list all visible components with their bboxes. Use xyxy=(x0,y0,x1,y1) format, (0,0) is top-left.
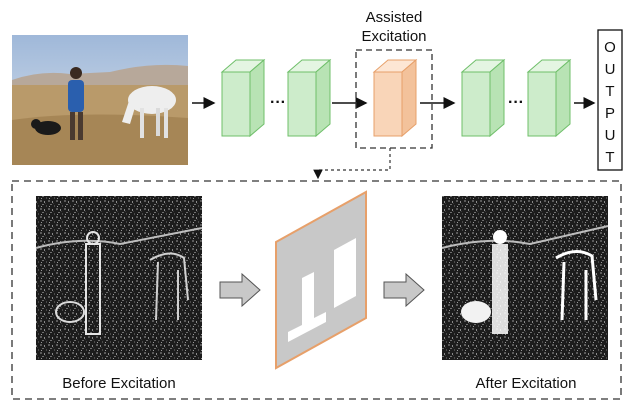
right-arrow-icon xyxy=(383,272,425,308)
output-box xyxy=(597,29,623,171)
output-letter: O xyxy=(604,39,616,56)
attention-mask-plane xyxy=(275,190,367,370)
after-excitation-label: After Excitation xyxy=(476,375,577,392)
output-letter: U xyxy=(605,61,616,78)
ellipsis-1: ··· xyxy=(270,94,286,111)
output-letter: U xyxy=(605,127,616,144)
right-arrow-icon xyxy=(219,272,261,308)
excitation-connector xyxy=(313,148,391,180)
excitation-detail-panel xyxy=(11,180,622,400)
feature-map-4 xyxy=(460,58,506,138)
after-feature-map xyxy=(441,196,609,360)
feature-map-2 xyxy=(286,58,332,138)
feature-map-excited xyxy=(372,58,418,138)
assisted-excitation-box xyxy=(355,49,433,149)
before-excitation-label: Before Excitation xyxy=(62,375,175,392)
assisted-label-line2: Excitation xyxy=(361,28,426,45)
output-letter: P xyxy=(605,105,615,122)
ellipsis-2: ··· xyxy=(508,94,524,111)
assisted-label-line1: Assisted xyxy=(366,9,423,26)
output-letter: T xyxy=(605,149,614,166)
feature-map-5 xyxy=(526,58,572,138)
feature-map-1 xyxy=(220,58,266,138)
output-letter: T xyxy=(605,83,614,100)
before-feature-map xyxy=(35,196,203,360)
input-photo xyxy=(12,35,188,165)
